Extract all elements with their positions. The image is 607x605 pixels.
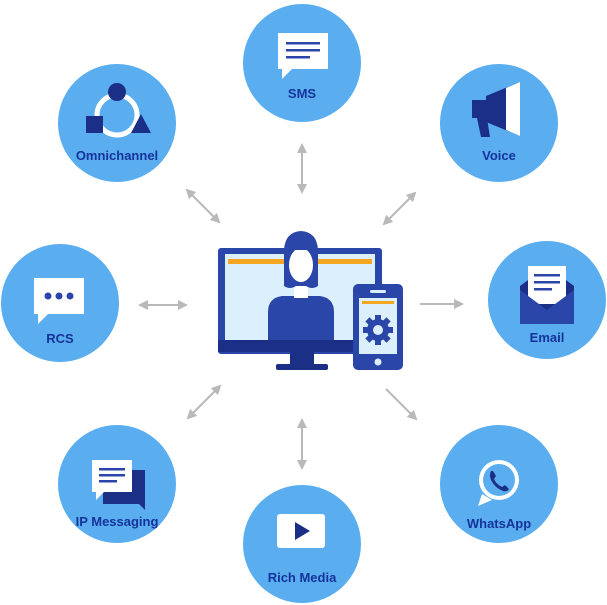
megaphone-icon <box>472 82 520 137</box>
node-label-omnichannel: Omnichannel <box>76 148 158 163</box>
person-face <box>289 248 313 282</box>
node-rcs: RCS <box>1 244 119 362</box>
monitor-bezel <box>218 340 382 352</box>
arrow-whatsapp <box>385 388 418 421</box>
phone-bar <box>362 301 394 304</box>
arrow-omnichannel <box>185 188 221 224</box>
node-email: Email <box>488 241 606 359</box>
chat-bubbles-icon <box>92 460 145 510</box>
person-bangs <box>287 244 315 250</box>
node-label-email: Email <box>530 330 565 345</box>
monitor-with-person-and-phone-icon <box>218 231 403 370</box>
monitor-neck <box>290 352 314 366</box>
arrow-ip-messaging <box>186 384 222 420</box>
node-rich-media: Rich Media <box>243 485 361 603</box>
node-sms: SMS <box>243 4 361 122</box>
node-whatsapp: WhatsApp <box>440 425 558 543</box>
node-voice: Voice <box>440 64 558 182</box>
sms-bubble-icon <box>278 33 328 79</box>
connectors <box>138 143 464 470</box>
play-video-icon <box>277 514 325 548</box>
node-label-rich-media: Rich Media <box>268 570 337 585</box>
node-ip-messaging: IP Messaging <box>58 425 176 543</box>
whatsapp-icon <box>478 460 519 506</box>
phone-speaker <box>370 290 386 293</box>
node-label-whatsapp: WhatsApp <box>467 516 531 531</box>
phone-home-button <box>374 358 382 366</box>
node-label-rcs: RCS <box>46 331 74 346</box>
node-omnichannel: Omnichannel <box>58 64 176 182</box>
node-circle <box>58 64 176 182</box>
node-label-ip-messaging: IP Messaging <box>76 514 159 529</box>
monitor-stand <box>276 364 328 370</box>
person-body <box>268 296 334 340</box>
node-label-sms: SMS <box>288 86 317 101</box>
arrow-voice <box>382 191 417 226</box>
envelope-icon <box>520 266 574 324</box>
gear-icon <box>363 315 393 345</box>
rcs-dots-bubble-icon <box>34 278 84 324</box>
shapes-network-icon <box>86 83 151 138</box>
node-label-voice: Voice <box>482 148 516 163</box>
person-neck <box>294 284 308 298</box>
